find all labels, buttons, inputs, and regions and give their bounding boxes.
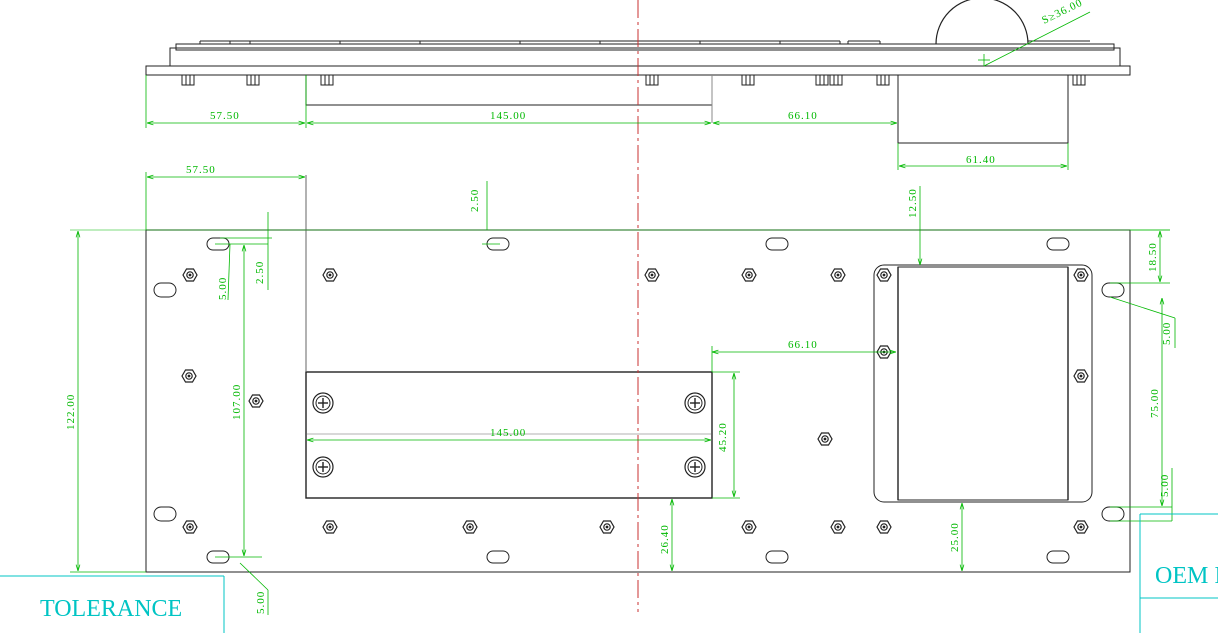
side-view-nuts (181, 74, 1086, 86)
dim-plate-bottom: 26.40 (659, 524, 671, 554)
dimension-lines (70, 11, 1176, 615)
plan-slots (153, 237, 1125, 564)
dim-plate-height: 45.20 (717, 422, 729, 452)
dim-hole-span: 107.00 (231, 384, 243, 420)
dimension-labels: 57.50 145.00 66.10 61.40 S≥36.00 57.50 2… (65, 0, 1173, 614)
dim-top-left-offset: 57.50 (210, 110, 240, 122)
dim-slot-small-b: 2.50 (254, 261, 266, 284)
dim-right-slot-a: 5.00 (1161, 322, 1173, 345)
dim-top-box-width: 61.40 (966, 154, 996, 166)
dim-right-span: 75.00 (1149, 388, 1161, 418)
dim-right-top: 18.50 (1147, 242, 1159, 272)
dim-top-bracket-width: 145.00 (490, 110, 526, 122)
dim-trackball-radius: S≥36.00 (1040, 0, 1085, 27)
dim-plan-slot-offset: 2.50 (469, 189, 481, 212)
dim-box-bottom: 25.00 (949, 522, 961, 552)
title-block-left (0, 575, 225, 633)
oem-label: OEM I (1155, 563, 1218, 589)
dim-plate-width: 145.00 (490, 427, 526, 439)
dim-slot-small-a: 5.00 (217, 277, 229, 300)
side-view-keys (199, 40, 1090, 44)
trackball-housing (873, 264, 1093, 503)
dim-plan-box-top: 12.50 (907, 188, 919, 218)
dim-right-slot-b: 5.00 (1159, 474, 1171, 497)
dim-slot-bottom: 5.00 (255, 591, 267, 614)
dim-plate-offset: 66.10 (788, 339, 818, 351)
title-block-right (1139, 513, 1218, 633)
dim-overall-height: 122.00 (65, 394, 77, 430)
dim-plan-left-offset: 57.50 (186, 164, 216, 176)
trackball-dome (935, 0, 1029, 45)
tolerance-label: TOLERANCE (40, 596, 182, 622)
bracket-plate (305, 371, 713, 499)
dim-top-right-offset: 66.10 (788, 110, 818, 122)
